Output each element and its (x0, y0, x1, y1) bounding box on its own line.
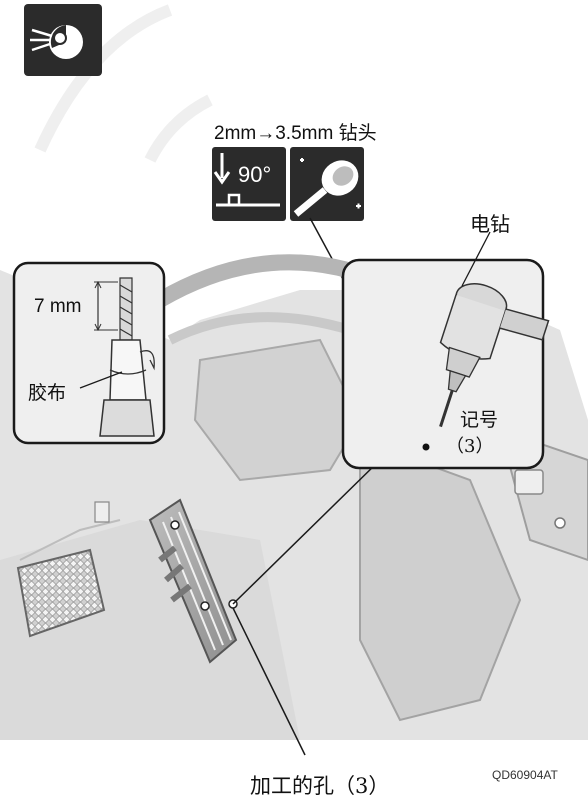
drill-detail-panel (341, 231, 550, 470)
angle-90-label: 90° (238, 162, 272, 187)
drill-label: 电钻 (470, 212, 510, 236)
tape-detail-panel (12, 261, 166, 445)
mark-count: （3） (446, 436, 494, 457)
mark-label: 记号 (460, 409, 499, 431)
angle-90-icon (212, 147, 286, 221)
tape-depth-label: 7 mm (34, 296, 82, 317)
drill-bit-spec-label: 2mm→3.5mm 钻头 (214, 123, 377, 144)
figure-code: QD60904AT (492, 768, 558, 782)
holes-label: 加工的孔（3） (250, 774, 390, 798)
holes-leader-line (232, 607, 306, 756)
accelerator-pedal (148, 498, 238, 664)
mark-leader-line (232, 459, 381, 605)
drill-tool-icon (24, 4, 102, 76)
tape-label: 胶布 (28, 382, 67, 404)
drill-bit-icon (290, 147, 364, 221)
